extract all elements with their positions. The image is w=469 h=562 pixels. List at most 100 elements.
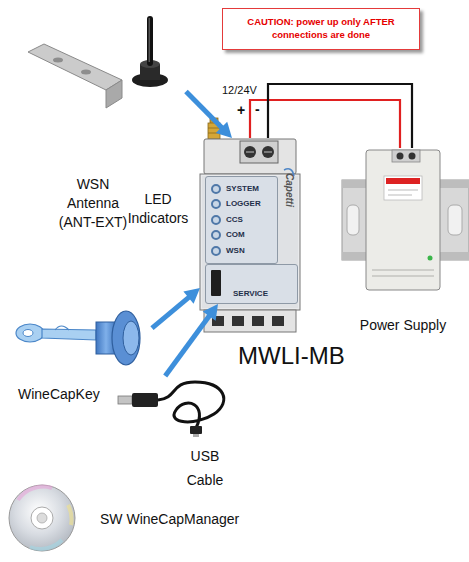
arrowhead	[216, 122, 232, 138]
din-rail	[448, 205, 462, 235]
usb-cable-figure	[190, 426, 202, 434]
label-slot: LED Indicators	[123, 190, 193, 228]
led-dot	[211, 246, 221, 256]
label-slot: +	[237, 103, 245, 117]
device-housing	[246, 151, 254, 152]
power-supply-body	[397, 153, 404, 160]
power-supply-body	[388, 195, 412, 196]
label-slot: SW WineCapManager	[100, 510, 239, 528]
antenna-bracket	[81, 70, 91, 75]
device-housing	[200, 118, 300, 332]
led-dot	[211, 184, 221, 194]
antenna-bracket	[28, 44, 122, 90]
antenna-bracket	[28, 44, 122, 108]
label-slot: Capetti	[283, 173, 295, 207]
caution-box: CAUTION: power up only AFTER connections…	[222, 8, 420, 50]
antenna-symbol	[132, 16, 168, 87]
terminal-sign: +	[237, 103, 245, 117]
led-label: CCS	[226, 215, 243, 225]
pointer-arrow	[152, 288, 200, 328]
callout-label: LED Indicators	[123, 190, 193, 228]
led-row: LOGGER	[211, 197, 271, 212]
power-wire-line	[250, 100, 400, 148]
device-housing	[204, 139, 296, 174]
pointer-arrow-line	[152, 296, 190, 328]
winecapkey-figure	[16, 311, 140, 365]
label-slot: -	[255, 102, 260, 116]
device-housing	[252, 316, 264, 326]
device-housing	[204, 310, 296, 332]
usb-cable-figure	[118, 382, 224, 437]
power-supply-body	[409, 153, 416, 160]
usb-cable-figure	[118, 396, 132, 404]
device-module: MWLI-MBSYSTEMLOGGERCCSCOMWSNSERVICE	[200, 138, 300, 332]
brand-mark: Capetti	[283, 173, 295, 207]
power-supply-body	[392, 150, 420, 162]
led-label: SYSTEM	[226, 184, 259, 194]
figure-caption: USB Cable	[180, 444, 230, 492]
led-dot	[211, 215, 221, 225]
device-housing	[244, 146, 256, 158]
software-label: SW WineCapManager	[100, 510, 239, 528]
device-housing	[240, 141, 278, 163]
usb-cable-figure	[193, 434, 199, 437]
service-panel: SERVICE	[205, 264, 298, 304]
winecapkey-figure: WineCapKey	[12, 312, 152, 372]
label-slot: 12/24V	[222, 84, 257, 96]
label-slot: WineCapKey	[18, 385, 100, 404]
cd-icon	[30, 540, 62, 549]
antenna-symbol	[149, 18, 151, 62]
led-row: COM	[211, 228, 271, 243]
label-slot: WSN Antenna (ANT-EXT)	[55, 175, 131, 232]
power-supply-body	[372, 269, 434, 271]
label-slot: MWLI-MB	[238, 342, 345, 370]
device-housing	[272, 316, 284, 326]
cd-icon	[31, 507, 53, 529]
power-supply-body	[388, 190, 418, 191]
cd-icon	[68, 505, 72, 525]
figure-caption: WSN Antenna (ANT-EXT)	[55, 175, 131, 232]
winecapkey-figure	[23, 330, 33, 337]
pointer-arrow	[186, 91, 232, 138]
din-rail	[347, 205, 359, 235]
usb-cable-figure: USB Cable	[116, 376, 236, 438]
figure-caption: MWLI-MB	[238, 342, 345, 370]
pointer-arrow	[165, 304, 218, 376]
led-panel: SYSTEM LOGGER CCS COM WSN	[205, 176, 278, 264]
cd-icon	[9, 485, 75, 551]
power-supply-body	[384, 176, 422, 200]
antenna-symbol	[147, 16, 153, 66]
antenna-bracket	[53, 58, 63, 63]
led-row: CCS	[211, 212, 271, 227]
pointer-arrow-line	[186, 91, 223, 128]
power-supply-body	[386, 178, 420, 184]
led-row: SYSTEM	[211, 181, 271, 196]
led-dot	[211, 230, 221, 240]
antenna-figure: WSN Antenna (ANT-EXT)	[30, 14, 186, 100]
usb-port-symbol	[211, 270, 221, 296]
cd-icon	[18, 487, 52, 500]
label-slot: USB Cable	[180, 444, 230, 492]
device-housing	[262, 146, 274, 158]
winecapkey-figure	[42, 329, 96, 340]
voltage-label: 12/24V	[222, 84, 257, 96]
led-label: COM	[226, 230, 245, 240]
device-housing	[200, 174, 300, 310]
label-slot: Power Supply	[360, 316, 446, 335]
power-supply-body	[372, 275, 434, 277]
led-label: WSN	[226, 246, 245, 256]
terminal-sign: -	[255, 102, 260, 116]
figure-caption: Power Supply	[360, 316, 446, 335]
device-housing	[208, 128, 220, 129]
led-row: WSN	[211, 243, 271, 258]
pointer-arrow-line	[165, 315, 210, 377]
power-wire	[250, 100, 400, 148]
winecapkey-figure	[55, 326, 69, 330]
arrowhead	[183, 288, 200, 304]
power-supply-figure: Power Supply	[365, 148, 441, 292]
arrowhead	[203, 304, 218, 321]
power-wire	[268, 84, 412, 148]
device-housing	[264, 151, 272, 152]
winecapkey-figure	[112, 311, 140, 365]
usb-cable-figure	[132, 393, 158, 407]
